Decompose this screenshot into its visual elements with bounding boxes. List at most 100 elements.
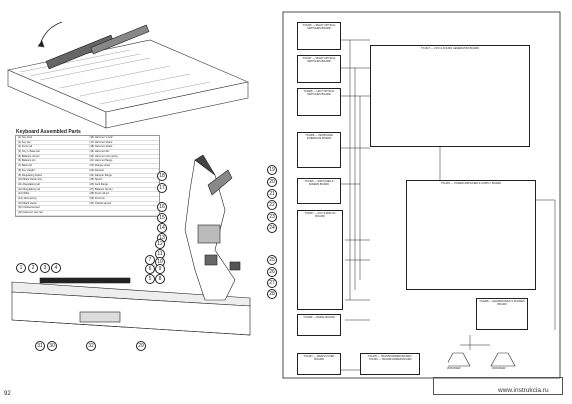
callout-number: 12 bbox=[155, 239, 165, 249]
parts-row: (15) Back check (30) Optical sensor bbox=[16, 202, 159, 207]
parts-cell: (22) Flange screw bbox=[89, 164, 111, 168]
parts-cell: (23) Damper bbox=[89, 168, 105, 172]
block-tx1435: TX1435 — TRANSFORMER BOARD / TX1436 — TR… bbox=[360, 353, 420, 375]
block-tx1461: TX1461 — MAINS FILTER BOARD bbox=[297, 353, 341, 375]
woofer-icon bbox=[490, 352, 516, 367]
callout-number: 20 bbox=[267, 177, 277, 187]
block-tx0007: TX0007 — AUX & MIDI I/O BOARD bbox=[297, 210, 343, 310]
key-action-section bbox=[11, 154, 251, 336]
parts-row: (31) Optical sensor bbox=[16, 206, 159, 211]
parts-row: (14) Jack spring (29) Front pin bbox=[16, 197, 159, 202]
block-tx1482: TX1482 — PEDAL BOARD bbox=[297, 314, 341, 336]
callout-number: 23 bbox=[267, 212, 277, 222]
callout-number: 1 bbox=[16, 263, 26, 273]
parts-cell: (31) Optical sensor bbox=[18, 206, 40, 210]
callout-number: 6 bbox=[145, 264, 155, 274]
parts-row: (10) Back check wire (25) Spoon bbox=[16, 178, 159, 183]
parts-cell: (13) Whip bbox=[18, 192, 30, 196]
callout-number: 21 bbox=[267, 189, 277, 199]
callout-number: 15 bbox=[157, 213, 167, 223]
parts-cell: (30) Optical sensor bbox=[89, 201, 112, 205]
block-tx1007: TX1007 — RIGHT OPTICAL SWITCHES BOARD bbox=[297, 55, 341, 83]
callout-number: 27 bbox=[267, 278, 277, 288]
parts-row: (11) Regulating rail (26) Jack flange bbox=[16, 183, 159, 188]
callout-number: 29 bbox=[136, 341, 146, 351]
parts-cell: (9) Regulating button bbox=[18, 173, 43, 177]
parts-row: (7) Back rail (22) Flange screw bbox=[16, 164, 159, 169]
diagram-frame bbox=[282, 11, 561, 379]
page-number: 92 bbox=[4, 391, 11, 397]
parts-row: (6) Balance pin(21) Hammer flange bbox=[16, 159, 159, 165]
block-tx1006: TX1006 — RIGHT OPTICAL SWITCHES BOARD bbox=[297, 22, 341, 50]
title-block bbox=[433, 377, 563, 395]
callout-number: 17 bbox=[157, 183, 167, 193]
parts-cell: (20) Hammer rest spring bbox=[89, 154, 118, 158]
parts-cell: (10) Back check wire bbox=[18, 178, 43, 182]
parts-cell: (29) Front pin bbox=[89, 196, 106, 200]
parts-cell: (11) Regulating rail bbox=[18, 182, 40, 186]
callout-number: 18 bbox=[157, 171, 167, 181]
parts-row: (9) Regulating button (24) Damper flange bbox=[16, 174, 159, 179]
parts-row: (8) Key weight (23) Damper bbox=[16, 169, 159, 174]
parts-row: (13) Whip (28) Front rail pin bbox=[16, 192, 159, 197]
callout-number: 25 bbox=[267, 255, 277, 265]
woofer-icon bbox=[448, 352, 471, 367]
parts-cell: (32) Hammer rest rail bbox=[18, 211, 43, 214]
callout-number: 8 bbox=[155, 274, 165, 284]
parts-cell: (18) Hammer shank bbox=[89, 145, 113, 149]
callout-number: 3 bbox=[40, 263, 50, 273]
parts-row: (4) Key / chase bar (19) Hammer felt bbox=[16, 150, 159, 155]
parts-cell: (3) Front rail bbox=[18, 145, 33, 149]
callout-number: 32 bbox=[86, 341, 96, 351]
parts-cell: (14) Jack spring bbox=[18, 196, 37, 200]
block-tx1417: TX1417 — CPU & SOUND GENERATOR BOARD bbox=[370, 45, 530, 147]
parts-cell: (7) Back rail bbox=[18, 164, 32, 168]
callout-number: 2 bbox=[28, 263, 38, 273]
parts-cell: (25) Spoon bbox=[89, 178, 103, 182]
woofer-label-1: WOOFER bbox=[447, 366, 461, 370]
callout-number: 26 bbox=[267, 267, 277, 277]
parts-cell: (1) Key front bbox=[18, 136, 33, 139]
parts-cell: (15) Back check bbox=[18, 201, 37, 205]
parts-row: (5) Balance rail pin(20) Hammer rest spr… bbox=[16, 155, 159, 160]
parts-cell: (12) Regulating rail bbox=[18, 187, 40, 191]
parts-cell: (27) Balance rail pin bbox=[89, 187, 113, 191]
callout-number: 16 bbox=[157, 202, 167, 212]
block-tx1418: TX1418 — POWER AMPLIFIER & SUPPLY BOARD bbox=[406, 180, 536, 290]
parts-cell: (26) Jack flange bbox=[89, 182, 108, 186]
parts-cell: (2) Key top bbox=[18, 140, 31, 144]
parts-cell: (17) Hammer shank bbox=[89, 140, 113, 144]
parts-cell: (28) Front rail pin bbox=[89, 192, 110, 196]
parts-row: (12) Regulating rail (27) Balance rail pi… bbox=[16, 188, 159, 193]
parts-row: (3) Front rail (18) Hammer shank bbox=[16, 145, 159, 151]
parts-cell: (4) Key / chase bar bbox=[18, 150, 40, 154]
callout-number: 19 bbox=[267, 165, 277, 175]
isometric-keybed bbox=[7, 21, 249, 129]
speakers bbox=[448, 352, 516, 367]
callout-number: 24 bbox=[267, 223, 277, 233]
parts-row: (32) Hammer rest rail bbox=[16, 211, 159, 216]
parts-cell: (6) Balance pin bbox=[18, 159, 36, 163]
parts-title: Keyboard Assembled Parts bbox=[16, 129, 81, 135]
callout-number: 22 bbox=[267, 200, 277, 210]
callout-number: 9 bbox=[155, 264, 165, 274]
callout-number: 30 bbox=[47, 341, 57, 351]
block-tx1488: TX1488 — HEADPHONES & PHONES BOARD bbox=[476, 298, 528, 330]
block-tx1468: TX1468 — KEYBOARD INTERFACE BOARD bbox=[297, 132, 341, 168]
parts-cell: (24) Damper flange bbox=[89, 173, 112, 177]
parts-row: (1) Key front (16) Hammer "Look" bbox=[16, 136, 159, 141]
woofer-label-2: WOOFER bbox=[492, 366, 506, 370]
parts-cell: (8) Key weight bbox=[18, 168, 35, 172]
callout-number: 31 bbox=[35, 341, 45, 351]
block-tx1469: TX1469 — SWITCHES & FADERS BOARD bbox=[297, 178, 341, 204]
callout-number: 14 bbox=[157, 223, 167, 233]
callout-number: 4 bbox=[51, 263, 61, 273]
callout-number: 5 bbox=[145, 274, 155, 284]
parts-cell: (19) Hammer felt bbox=[89, 150, 109, 154]
callout-number: 28 bbox=[267, 289, 277, 299]
parts-cell: (16) Hammer "Look" bbox=[89, 136, 113, 139]
parts-row: (2) Key top (17) Hammer shank bbox=[16, 141, 159, 146]
block-tx1008: TX1008 — LEFT OPTICAL SWITCHES BOARD bbox=[297, 88, 341, 116]
